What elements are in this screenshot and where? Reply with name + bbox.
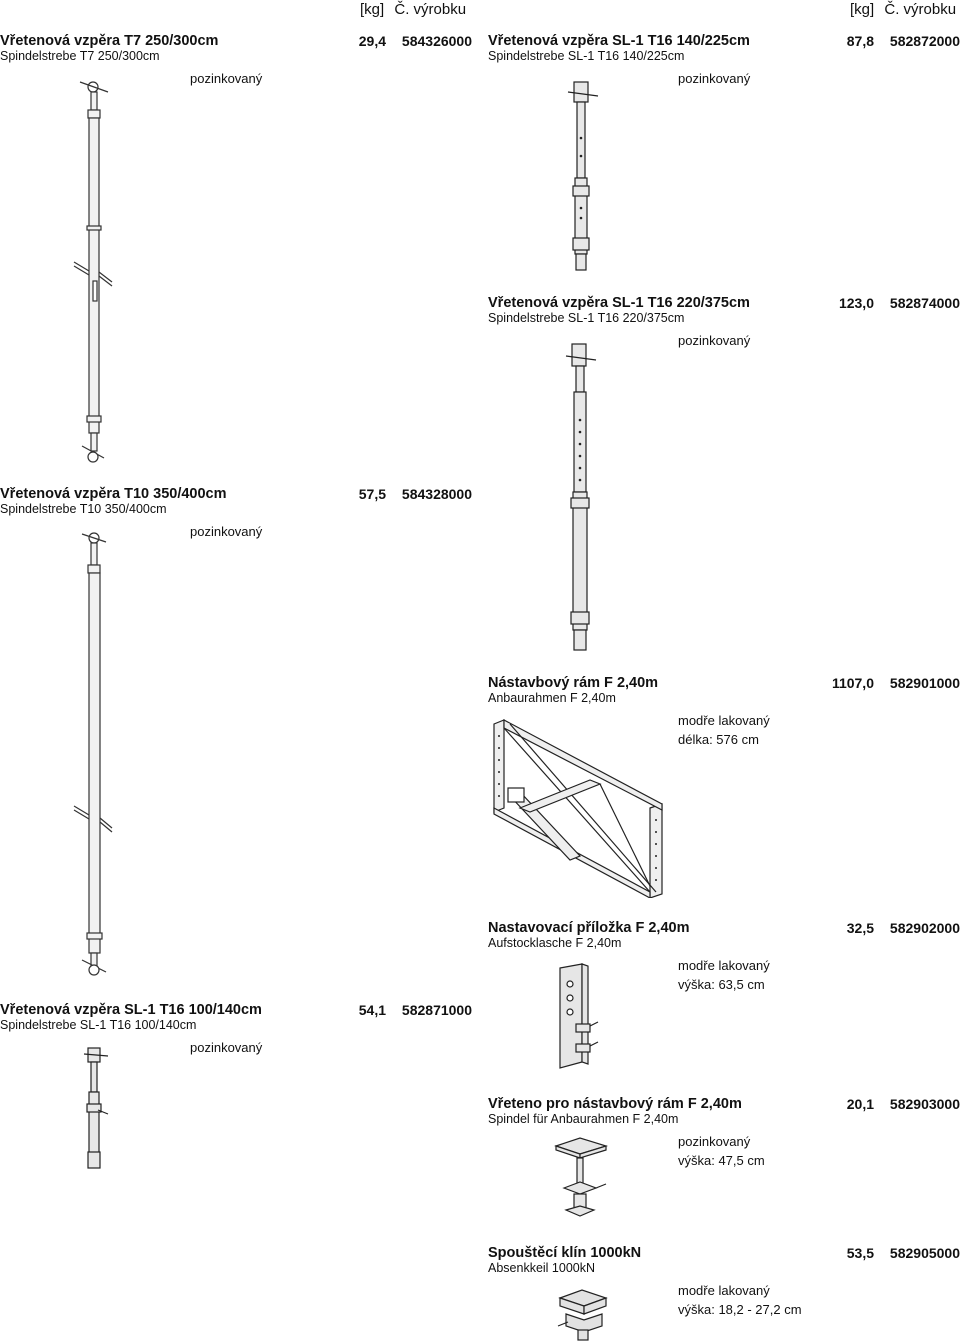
- product-name: Vřeteno pro nástavbový rám F 2,40m: [488, 1096, 742, 1112]
- product-dimension: délka: 576 cm: [678, 732, 759, 747]
- product-name-german: Anbaurahmen F 2,40m: [488, 691, 616, 705]
- product-name: Vřetenová vzpěra T7 250/300cm: [0, 33, 219, 49]
- kg-header: [kg]: [360, 1, 385, 18]
- product-finish: pozinkovaný: [678, 71, 751, 86]
- product-name-german: Spindelstrebe T10 350/400cm: [0, 502, 167, 516]
- product-dimension: výška: 63,5 cm: [678, 977, 765, 992]
- spindle-strut-t7-image: [60, 76, 130, 468]
- product-name: Vřetenová vzpěra SL-1 T16 220/375cm: [488, 295, 750, 311]
- product-finish: pozinkovaný: [190, 1040, 263, 1055]
- product-weight: 87,8: [846, 33, 874, 49]
- spindle-strut-sl1-140-225-image: [562, 78, 604, 274]
- product-number: 582903000: [889, 1096, 960, 1112]
- product-number: 582901000: [889, 675, 960, 691]
- product-number: 584328000: [401, 486, 472, 502]
- product-finish: modře lakovaný: [678, 1283, 770, 1298]
- product-name: Spouštěcí klín 1000kN: [488, 1245, 642, 1261]
- product-name-german: Spindelstrebe SL-1 T16 140/225cm: [488, 49, 685, 63]
- spindle-strut-sl1-220-375-image: [560, 340, 604, 654]
- product-weight: 20,1: [846, 1096, 874, 1112]
- product-entry: Vřetenová vzpěra SL-1 T16 100/140cm Spin…: [0, 1002, 472, 1055]
- product-number: 582874000: [889, 295, 960, 311]
- spindle-strut-sl1-100-140-image: [78, 1044, 114, 1172]
- product-weight: 32,5: [846, 920, 874, 936]
- product-number: 582871000: [401, 1002, 472, 1018]
- product-name: Nastavovací příložka F 2,40m: [488, 920, 690, 936]
- product-weight: 53,5: [846, 1245, 874, 1261]
- product-name: Vřetenová vzpěra T10 350/400cm: [0, 486, 227, 502]
- product-entry: Nástavbový rám F 2,40m Anbaurahmen F 2,4…: [488, 675, 960, 747]
- product-number: 584326000: [401, 33, 472, 49]
- kg-header: [kg]: [850, 1, 875, 18]
- product-name: Vřetenová vzpěra SL-1 T16 100/140cm: [0, 1002, 262, 1018]
- column-header-left: [kg] Č. výrobku: [360, 1, 466, 18]
- product-weight: 57,5: [358, 486, 386, 502]
- product-name-german: Spindelstrebe T7 250/300cm: [0, 49, 160, 63]
- product-entry: Vřeteno pro nástavbový rám F 2,40m Spind…: [488, 1096, 960, 1168]
- product-finish: pozinkovaný: [678, 333, 751, 348]
- product-finish: pozinkovaný: [190, 524, 263, 539]
- product-dimension: výška: 47,5 cm: [678, 1153, 765, 1168]
- extension-splice-image: [552, 962, 604, 1072]
- frame-spindle-image: [550, 1136, 610, 1220]
- column-header-right: [kg] Č. výrobku: [850, 1, 956, 18]
- product-name: Nástavbový rám F 2,40m: [488, 675, 659, 691]
- product-entry: Vřetenová vzpěra SL-1 T16 220/375cm Spin…: [488, 295, 960, 348]
- product-dimension: výška: 18,2 - 27,2 cm: [678, 1302, 802, 1317]
- product-name-german: Spindel für Anbaurahmen F 2,40m: [488, 1112, 679, 1126]
- extension-frame-image: [490, 716, 670, 898]
- product-number: 582872000: [889, 33, 960, 49]
- product-weight: 54,1: [358, 1002, 386, 1018]
- product-entry: Nastavovací příložka F 2,40m Aufstocklas…: [488, 920, 960, 992]
- striking-wedge-image: [554, 1286, 610, 1344]
- product-entry: Spouštěcí klín 1000kN Absenkkeil 1000kN …: [488, 1245, 960, 1317]
- product-number: 582905000: [889, 1245, 960, 1261]
- spindle-strut-t10-image: [60, 528, 130, 980]
- product-weight: 29,4: [358, 33, 386, 49]
- product-name-german: Aufstocklasche F 2,40m: [488, 936, 622, 950]
- product-entry: Vřetenová vzpěra T7 250/300cm Spindelstr…: [0, 33, 472, 86]
- product-name: Vřetenová vzpěra SL-1 T16 140/225cm: [488, 33, 750, 49]
- product-finish: pozinkovaný: [190, 71, 263, 86]
- product-weight: 1107,0: [831, 675, 874, 691]
- product-name-german: Spindelstrebe SL-1 T16 100/140cm: [0, 1018, 197, 1032]
- product-finish: modře lakovaný: [678, 958, 770, 973]
- product-name-german: Spindelstrebe SL-1 T16 220/375cm: [488, 311, 685, 325]
- product-number-header: Č. výrobku: [884, 1, 957, 18]
- product-number: 582902000: [889, 920, 960, 936]
- product-weight: 123,0: [838, 295, 874, 311]
- product-entry: Vřetenová vzpěra SL-1 T16 140/225cm Spin…: [488, 33, 960, 86]
- product-finish: pozinkovaný: [678, 1134, 751, 1149]
- product-finish: modře lakovaný: [678, 713, 770, 728]
- product-entry: Vřetenová vzpěra T10 350/400cm Spindelst…: [0, 486, 472, 539]
- product-number-header: Č. výrobku: [394, 1, 467, 18]
- product-name-german: Absenkkeil 1000kN: [488, 1261, 596, 1275]
